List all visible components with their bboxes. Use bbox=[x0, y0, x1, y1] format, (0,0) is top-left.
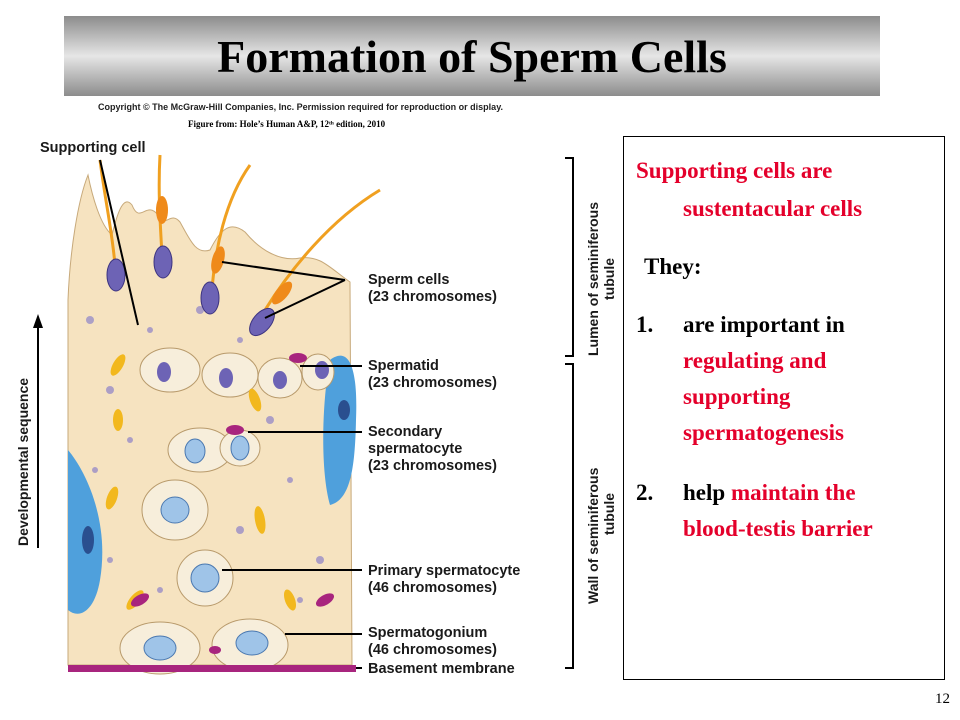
heading-line2: sustentacular cells bbox=[683, 196, 863, 221]
primary-spermatocyte-cell bbox=[176, 549, 234, 607]
label-secondary-chromosomes: (23 chromosomes) bbox=[368, 458, 497, 474]
figure-credit: Figure from: Hole’s Human A&P, 12ᵗʰ edit… bbox=[188, 119, 386, 129]
spermatid-cells bbox=[139, 347, 335, 399]
spermatogonium-cells bbox=[119, 618, 289, 675]
they-label: They: bbox=[644, 254, 702, 279]
label-primary-spermatocyte: Primary spermatocyte bbox=[368, 563, 520, 579]
item1-line2: regulating and bbox=[683, 348, 827, 373]
sperm-cells bbox=[98, 154, 381, 337]
label-spermatogonium: Spermatogonium bbox=[368, 625, 487, 641]
label-lumen-line2: tubule bbox=[601, 258, 617, 300]
label-spermatocyte: spermatocyte bbox=[368, 441, 462, 457]
copyright-notice: Copyright © The McGraw-Hill Companies, I… bbox=[98, 102, 504, 112]
label-wall-line1: Wall of seminiferous bbox=[585, 467, 601, 604]
label-spermatid: Spermatid bbox=[368, 358, 439, 374]
basement-membrane-band bbox=[68, 665, 356, 672]
slide-title: Formation of Sperm Cells bbox=[217, 30, 727, 82]
page-number: 12 bbox=[935, 691, 950, 707]
membrane-fragments bbox=[130, 353, 335, 654]
item2-number: 2. bbox=[636, 480, 654, 505]
item2-black-text: help bbox=[683, 480, 731, 505]
item1-line1: are important in bbox=[683, 312, 845, 337]
label-primary-chromosomes: (46 chromosomes) bbox=[368, 580, 497, 596]
seminiferous-tubule-illustration: Supporting cell Developmental sequence S… bbox=[15, 140, 617, 677]
leader-lines bbox=[99, 159, 362, 669]
side-cell-right bbox=[323, 355, 357, 505]
label-basement-membrane: Basement membrane bbox=[368, 661, 515, 677]
label-secondary: Secondary bbox=[368, 424, 442, 440]
label-spermatid-chromosomes: (23 chromosomes) bbox=[368, 375, 497, 391]
info-text-box: Supporting cells are sustentacular cells… bbox=[623, 136, 945, 680]
secondary-spermatocyte-cells bbox=[167, 427, 261, 473]
developmental-arrow bbox=[33, 314, 43, 548]
label-sperm-cells-chromosomes: (23 chromosomes) bbox=[368, 289, 497, 305]
item1-line3: supporting bbox=[683, 384, 791, 409]
label-developmental-sequence: Developmental sequence bbox=[15, 378, 31, 546]
item2-line2: blood-testis barrier bbox=[683, 516, 873, 541]
brackets bbox=[565, 157, 574, 669]
label-sperm-cells: Sperm cells bbox=[368, 272, 449, 288]
label-supporting-cell: Supporting cell bbox=[40, 140, 146, 156]
item2-line1: help maintain the bbox=[683, 477, 856, 509]
heading-line1: Supporting cells are bbox=[636, 158, 833, 183]
cytoplasm-dots bbox=[86, 306, 324, 603]
label-wall-line2: tubule bbox=[601, 493, 617, 535]
label-lumen-line1: Lumen of seminiferous bbox=[585, 202, 601, 356]
item2-red-text: maintain the bbox=[730, 480, 856, 505]
developing-spermatocyte-cell bbox=[141, 479, 209, 541]
item1-line4: spermatogenesis bbox=[683, 420, 844, 445]
item1-number: 1. bbox=[636, 312, 654, 337]
title-bar: Formation of Sperm Cells bbox=[64, 16, 880, 96]
label-spermatogonium-chromosomes: (46 chromosomes) bbox=[368, 642, 497, 658]
